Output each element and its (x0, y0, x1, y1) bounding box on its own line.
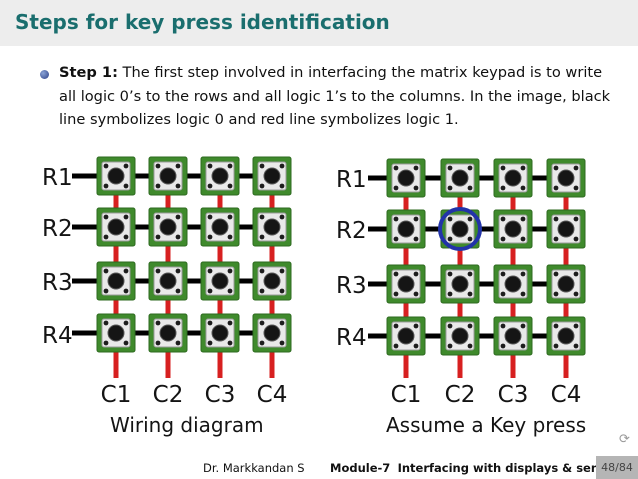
refresh-icon[interactable]: ⟳ (619, 432, 630, 447)
wiring-diagram: R1 R2 R3 R4 C1 C2 C3 C4 Wiring diagram (42, 156, 292, 437)
step-paragraph: Step 1: The first step involved in inter… (59, 61, 619, 132)
key-press-diagram: R1 R2 R3 R4 C1 C2 C3 C4 Assume a Key pre… (336, 158, 586, 437)
key-r4-c1[interactable] (386, 316, 426, 356)
key-r3-c4[interactable] (252, 261, 292, 301)
key-r3-c1[interactable] (96, 261, 136, 301)
row-label-r4: R4 (42, 323, 73, 349)
pressed-key-highlight (438, 207, 482, 251)
column-label-c1: C1 (391, 382, 422, 408)
key-r1-c4[interactable] (252, 156, 292, 196)
step-label: Step 1: (59, 64, 118, 81)
column-label-c2: C2 (153, 382, 184, 408)
key-r2-c1[interactable] (96, 207, 136, 247)
step-text: The first step involved in interfacing t… (59, 64, 611, 128)
row-label-r2: R2 (336, 218, 367, 244)
key-r1-c4[interactable] (546, 158, 586, 198)
column-label-c4: C4 (257, 382, 288, 408)
key-r3-c1[interactable] (386, 264, 426, 304)
key-r1-c2[interactable] (148, 156, 188, 196)
column-label-c3: C3 (205, 382, 236, 408)
row-label-r3: R3 (336, 273, 367, 299)
key-r2-c3[interactable] (200, 207, 240, 247)
row-label-r1: R1 (336, 167, 367, 193)
key-r4-c4[interactable] (546, 316, 586, 356)
key-r1-c2[interactable] (440, 158, 480, 198)
footer-author: Dr. Markkandan S (203, 461, 305, 475)
key-r3-c2[interactable] (440, 264, 480, 304)
slide-header: Steps for key press identification (0, 0, 638, 46)
key-r3-c2[interactable] (148, 261, 188, 301)
key-r2-c4[interactable] (546, 209, 586, 249)
column-label-c4: C4 (551, 382, 582, 408)
footer-module: Module-7 Interfacing with displays & sen… (330, 461, 626, 475)
column-label-c2: C2 (445, 382, 476, 408)
key-r2-c4[interactable] (252, 207, 292, 247)
slide-title: Steps for key press identification (15, 10, 390, 34)
key-r4-c3[interactable] (493, 316, 533, 356)
key-r3-c4[interactable] (546, 264, 586, 304)
page-number: 48/84 (596, 456, 638, 479)
key-r3-c3[interactable] (493, 264, 533, 304)
key-r1-c3[interactable] (200, 156, 240, 196)
row-label-r2: R2 (42, 216, 73, 242)
bullet-icon (40, 70, 49, 79)
footer-module-number: Module-7 (330, 461, 391, 475)
key-r1-c1[interactable] (386, 158, 426, 198)
key-r4-c4[interactable] (252, 313, 292, 353)
key-r1-c3[interactable] (493, 158, 533, 198)
slide-footer: Dr. Markkandan S Module-7 Interfacing wi… (0, 456, 638, 479)
row-label-r4: R4 (336, 325, 367, 351)
key-r3-c3[interactable] (200, 261, 240, 301)
footer-module-title: Interfacing with displays & sensors (397, 461, 627, 475)
row-label-r3: R3 (42, 270, 73, 296)
column-label-c1: C1 (101, 382, 132, 408)
key-r4-c3[interactable] (200, 313, 240, 353)
key-r2-c2[interactable] (148, 207, 188, 247)
key-r2-c3[interactable] (493, 209, 533, 249)
key-r4-c1[interactable] (96, 313, 136, 353)
key-r4-c2[interactable] (440, 316, 480, 356)
column-label-c3: C3 (498, 382, 529, 408)
right-caption: Assume a Key press (386, 413, 586, 437)
key-r4-c2[interactable] (148, 313, 188, 353)
key-r2-c2[interactable] (440, 209, 480, 249)
row-label-r1: R1 (42, 165, 73, 191)
key-r1-c1[interactable] (96, 156, 136, 196)
left-caption: Wiring diagram (110, 413, 264, 437)
key-r2-c1[interactable] (386, 209, 426, 249)
